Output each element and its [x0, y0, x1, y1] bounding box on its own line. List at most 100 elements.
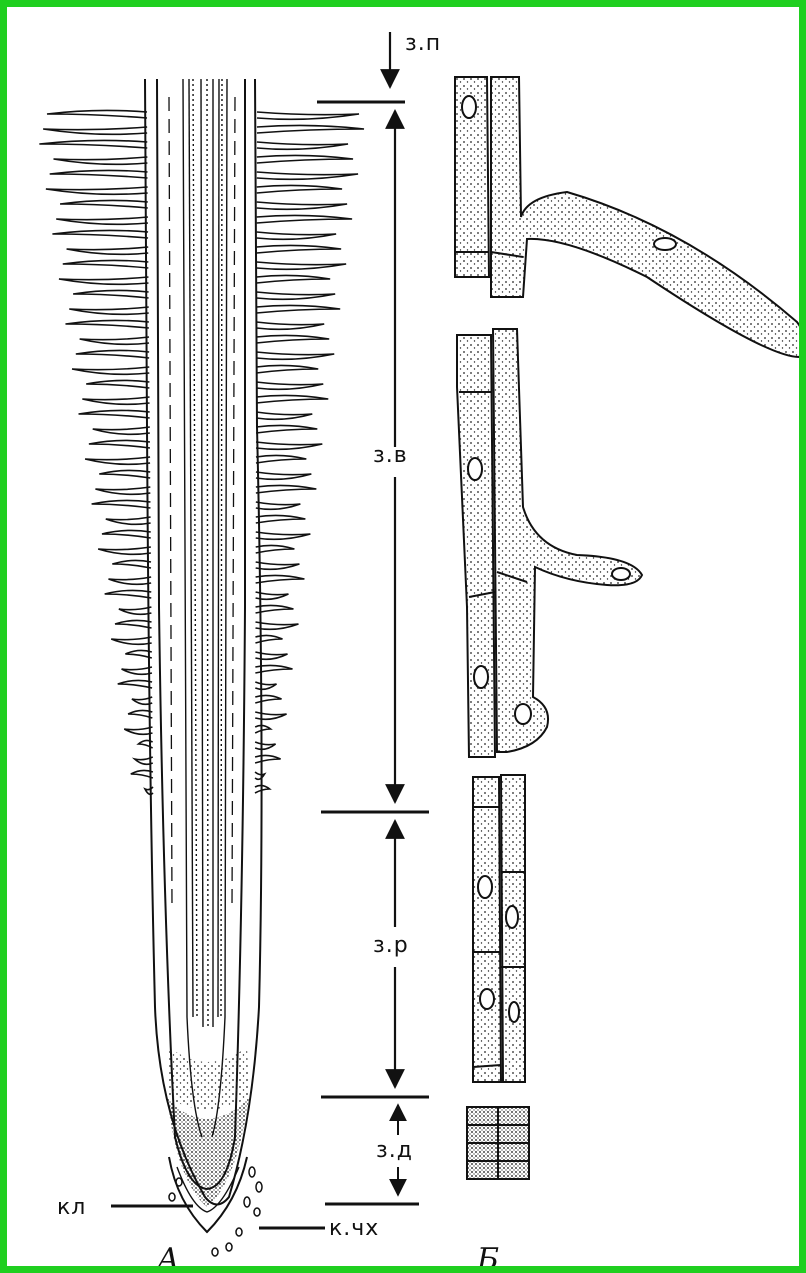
root-hair [86, 380, 149, 388]
label-cap: кл [57, 1195, 86, 1220]
root-hair [115, 620, 151, 628]
root-hair [256, 545, 295, 553]
root-hairs-left [39, 110, 153, 794]
root-hair [122, 667, 152, 674]
root-hair [256, 305, 340, 313]
root-hair [256, 532, 311, 539]
root-hair [112, 560, 151, 568]
root-hair [256, 365, 318, 373]
root-hair [99, 470, 150, 478]
root-hair [85, 457, 150, 464]
root-hair [73, 290, 148, 298]
root-hair [257, 172, 358, 179]
root-hair [255, 635, 282, 643]
root-hair [256, 382, 323, 389]
root-hair [255, 682, 276, 689]
label-zd: з.д [376, 1138, 413, 1163]
root-hair [102, 530, 151, 538]
label-zv: з.в [373, 443, 408, 468]
root-hair [72, 367, 149, 374]
panel-b-cells [455, 77, 805, 1179]
central-cylinder [183, 79, 227, 1137]
root-hair [256, 412, 312, 419]
root-hair [50, 170, 148, 178]
root-hair [255, 622, 298, 629]
label-zp: з.п [405, 31, 441, 56]
cortex-line-left [157, 79, 207, 1189]
root-hair [255, 742, 275, 749]
root-hair [257, 215, 352, 223]
root-hair [145, 787, 153, 794]
panel-a-label: А [155, 1242, 180, 1273]
root-hair [95, 487, 150, 494]
root-hair [54, 157, 148, 164]
root-hair [47, 110, 147, 118]
root-hair [60, 200, 148, 208]
root-hair [82, 397, 149, 404]
root-hair [65, 320, 148, 328]
root-hair [257, 112, 359, 119]
root-hair [52, 230, 148, 238]
root-hair [56, 217, 148, 224]
root-hair [257, 142, 348, 149]
root-hair [256, 472, 311, 479]
root-hair [118, 680, 152, 688]
root-hair [257, 125, 364, 133]
root-hair [257, 232, 336, 239]
root-hair [76, 350, 149, 358]
root-hair [255, 772, 265, 779]
root-hair [256, 515, 306, 523]
root-hair [125, 650, 151, 658]
root-hair [124, 727, 152, 734]
root-zones-diagram: з.п з.в з.р з.д кл к.чх А Б [7, 7, 806, 1273]
root-hair [255, 725, 270, 733]
root-hair [256, 562, 300, 569]
cells-segment-hair-young [457, 329, 642, 757]
root-hair [257, 275, 331, 283]
root-hair [255, 695, 281, 703]
cells-segment-division [467, 1107, 529, 1179]
root-hair [256, 502, 301, 509]
root-hair [111, 637, 151, 644]
root-hair [256, 395, 328, 403]
root-hair [98, 547, 151, 554]
root-hair [39, 140, 147, 148]
root-hair [256, 322, 324, 329]
root-hair [105, 590, 152, 598]
root-hair [256, 352, 334, 359]
root-hair [257, 185, 342, 193]
root-hair [106, 517, 151, 524]
root-hair [59, 277, 149, 284]
root-hair [257, 262, 347, 269]
root-hair [257, 155, 353, 163]
label-zr: з.р [373, 933, 409, 958]
root-hair [89, 440, 150, 448]
root-hair [69, 307, 148, 314]
root-hair [109, 577, 152, 584]
root-hair [255, 712, 286, 719]
cells-segment-hair-long [455, 77, 805, 357]
root-hair [79, 410, 150, 418]
root-hair [67, 247, 149, 254]
root-hair [119, 607, 152, 614]
root-hair [46, 187, 148, 194]
cells-segment-elongation [473, 775, 525, 1082]
root-hair [256, 335, 329, 343]
label-cap-cells: к.чх [329, 1216, 379, 1241]
root-hair [256, 442, 322, 449]
root-hair [80, 337, 149, 344]
root-hair [256, 455, 306, 463]
root-hair [93, 427, 150, 434]
root-hair [255, 755, 280, 763]
root-hair [43, 127, 147, 134]
panel-b-label: Б [476, 1242, 499, 1273]
root-hair [92, 500, 151, 508]
root-hair [256, 575, 305, 583]
root-hair [63, 260, 149, 268]
root-hair [257, 202, 347, 209]
root-hairs-right [255, 112, 364, 793]
root-hair [256, 485, 316, 493]
root-hair [257, 245, 342, 253]
root-hair [256, 292, 335, 299]
